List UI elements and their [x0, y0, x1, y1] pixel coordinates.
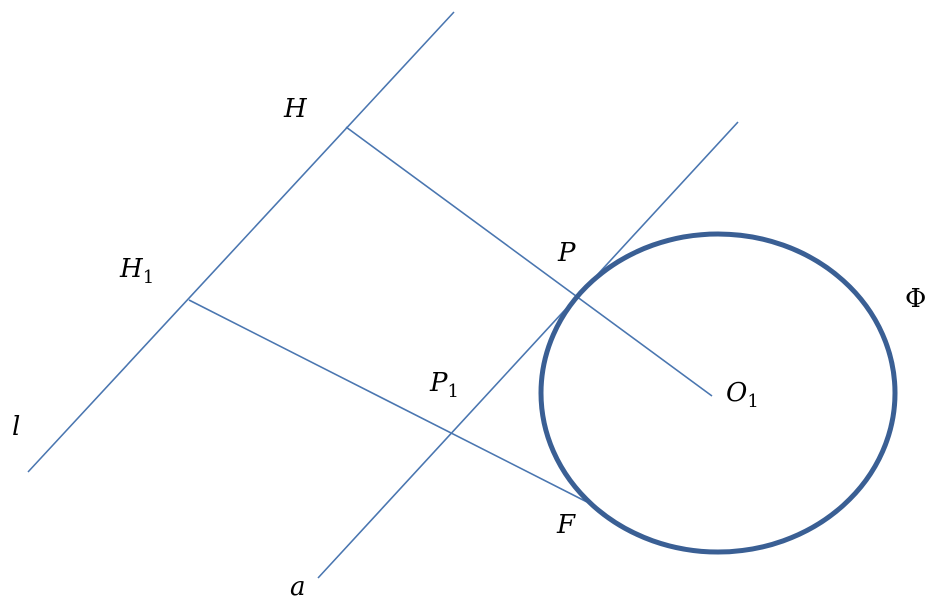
segment-H-O1 — [345, 126, 713, 397]
label-phi: Φ — [905, 284, 927, 314]
label-O1: O1 — [726, 378, 759, 412]
label-P: P — [558, 238, 576, 268]
line-a — [317, 121, 739, 579]
label-H1: H1 — [120, 254, 155, 288]
circle-phi — [538, 231, 898, 555]
label-l: l — [12, 412, 21, 442]
line-l — [27, 11, 455, 473]
label-P1: P1 — [430, 368, 459, 402]
label-F: F — [557, 510, 576, 540]
label-a: a — [290, 572, 306, 602]
segment-H1-F — [188, 299, 588, 503]
label-H: H — [284, 94, 307, 124]
